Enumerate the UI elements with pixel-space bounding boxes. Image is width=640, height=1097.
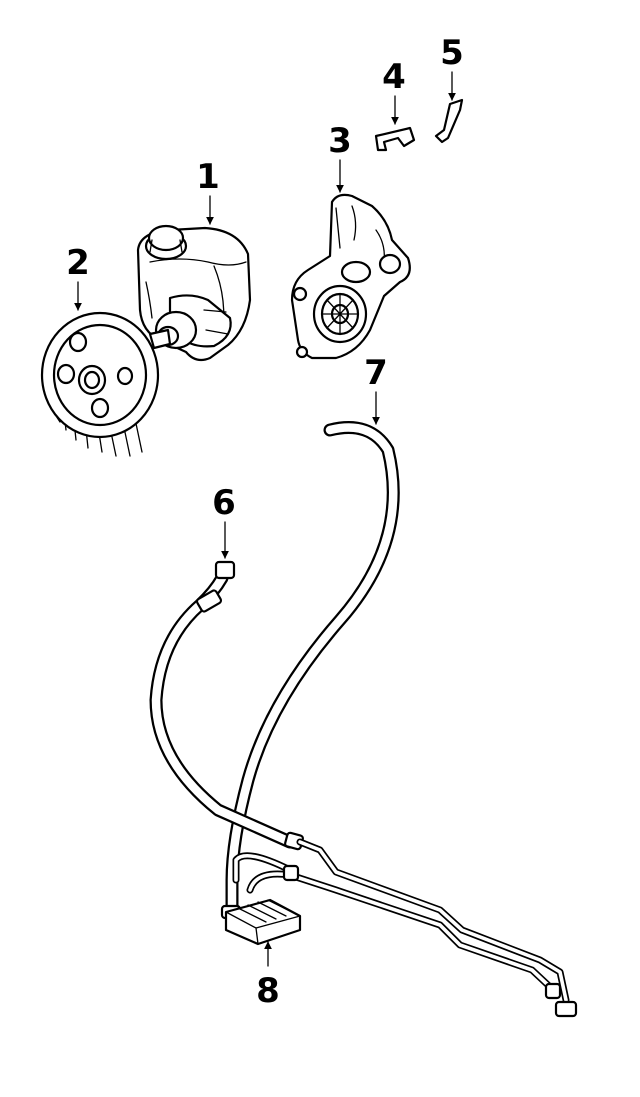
callout-6: 6 bbox=[212, 483, 236, 523]
pressure-hose-icon[interactable] bbox=[149, 560, 304, 851]
pulley-icon[interactable] bbox=[40, 311, 160, 457]
callout-1: 1 bbox=[196, 157, 220, 197]
steel-lines bbox=[232, 838, 578, 1018]
callout-4: 4 bbox=[382, 57, 406, 97]
callout-7: 7 bbox=[364, 353, 388, 393]
callout-3: 3 bbox=[328, 121, 352, 161]
callout-8: 8 bbox=[256, 971, 280, 1011]
callout-2: 2 bbox=[66, 243, 90, 283]
clip-icon[interactable] bbox=[374, 126, 416, 152]
mounting-bracket-icon[interactable] bbox=[290, 193, 411, 360]
leader-lines bbox=[74, 71, 456, 967]
callout-5: 5 bbox=[440, 33, 464, 73]
cooler-icon[interactable] bbox=[224, 898, 302, 946]
brace-icon[interactable] bbox=[434, 98, 464, 144]
power-steering-pump-icon[interactable] bbox=[136, 224, 252, 362]
